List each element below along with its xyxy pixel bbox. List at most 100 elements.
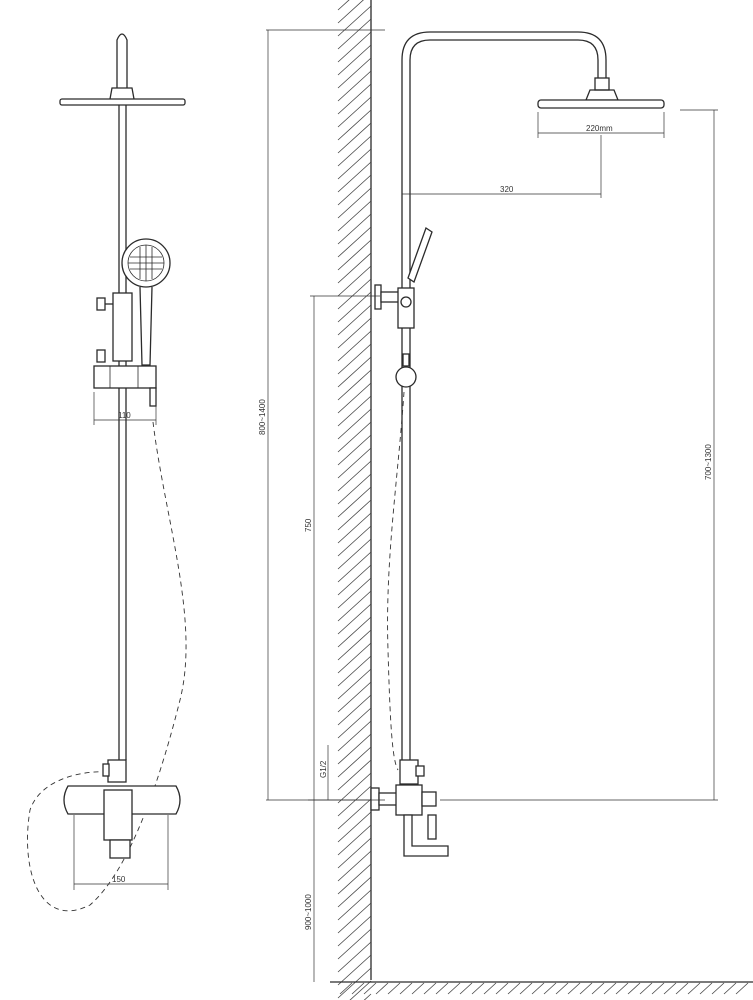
wall-hatch-line [337, 564, 372, 596]
floor-hatch-line [399, 982, 413, 995]
wall-hatch-line [337, 928, 372, 960]
wall-hatch-line [337, 720, 372, 752]
dim-floor-height: 900~1000 [304, 894, 313, 930]
wall-hatch-line [337, 785, 372, 817]
floor-hatch-line [735, 982, 749, 995]
side-view: 220mm 320 [370, 31, 665, 857]
slider-knob [395, 366, 417, 388]
wall-hatch-line [337, 876, 372, 908]
wall-hatch-line [337, 317, 372, 349]
wall-hatch-line [337, 863, 372, 895]
floor-hatch-line [339, 982, 353, 995]
wall-hatch-line [337, 187, 372, 219]
side-mixer-body [395, 784, 423, 816]
front-hand-shower-holder [93, 365, 157, 389]
wall-hatch-line [337, 447, 372, 479]
floor-hatch-line [543, 982, 557, 995]
floor-hatch-line [639, 982, 653, 995]
floor-hatch-line [495, 982, 509, 995]
floor-hatch-line [615, 982, 629, 995]
wall-hatch-line [337, 681, 372, 713]
floor-hatch-line [471, 982, 485, 995]
floor-hatch-line [711, 982, 725, 995]
front-view: 110 150 [27, 33, 187, 912]
riser-top-cap [116, 33, 128, 88]
wall-hatch-line [337, 278, 372, 310]
wall-hatch-line [337, 369, 372, 401]
floor-hatch-line [411, 982, 425, 995]
side-rain-shower-head [537, 99, 665, 109]
floor-hatch-line [375, 982, 389, 995]
wall-hatch-line [337, 460, 372, 492]
wall-hatch-line [337, 811, 372, 843]
wall-hatch-line [337, 434, 372, 466]
wall-hatch-line [337, 0, 364, 24]
floor-hatch-line [723, 982, 737, 995]
floor-hatch-line [387, 982, 401, 995]
wall-hatch-line [337, 252, 372, 284]
wall-hatch-line [337, 759, 372, 791]
floor-hatch-line [435, 982, 449, 995]
side-hose [387, 391, 405, 771]
wall-hatch-line [337, 486, 372, 518]
floor-hatch-line [363, 982, 377, 995]
dim-head-diameter: 220mm [586, 124, 613, 133]
wall-hatch-line [337, 538, 372, 570]
wall-hatch-line [337, 603, 372, 635]
wall-hatch-line [337, 239, 372, 271]
wall-hatch-line [337, 694, 372, 726]
floor-hatch-line [579, 982, 593, 995]
wall-hatch-line [337, 629, 372, 661]
dim-handshower-offset: 110 [118, 411, 131, 420]
wall-section [330, 0, 753, 1000]
wall-hatch-line [337, 122, 372, 154]
floor-hatch-line [423, 982, 437, 995]
wall-hatch-line [337, 902, 372, 934]
wall-hatch-line [337, 421, 372, 453]
wall-hatch-line [337, 512, 372, 544]
dim-arm-reach: 320 [500, 185, 514, 194]
floor-hatch-line [603, 982, 617, 995]
wall-hatch-line [337, 330, 372, 362]
wall-hatch-line [337, 44, 372, 76]
wall-hatch-line [337, 161, 372, 193]
wall-hatch-line [337, 5, 372, 37]
wall-hatch-line [337, 590, 372, 622]
floor-hatch-line [591, 982, 605, 995]
wall-hatch-line [337, 473, 372, 505]
wall-hatch-line [337, 304, 372, 336]
side-hand-shower [407, 226, 433, 284]
floor-hatch-line [651, 982, 665, 995]
wall-hatch-line [337, 57, 372, 89]
floor-hatch-line [663, 982, 677, 995]
wall-hatch-line [337, 343, 372, 375]
wall-hatch-line [337, 772, 372, 804]
wall-hatch-line [337, 798, 372, 830]
wall-hatch-line [337, 499, 372, 531]
wall-hatch-line [337, 915, 372, 947]
wall-hatch-line [337, 382, 372, 414]
floor-hatch-line [567, 982, 581, 995]
wall-hatch-line [337, 707, 372, 739]
wall-hatch-line [337, 551, 372, 583]
dim-inlet-thread: G1/2 [319, 760, 328, 778]
wall-hatch-line [337, 96, 372, 128]
wall-hatch-line [337, 265, 372, 297]
floor-hatch-line [699, 982, 713, 995]
dim-bracket-height: 750 [304, 518, 313, 532]
wall-hatch-line [337, 109, 372, 141]
side-spout [403, 814, 449, 857]
wall-hatch-line [337, 642, 372, 674]
floor-hatch-line [447, 982, 461, 995]
wall-hatch-line [337, 616, 372, 648]
wall-hatch-line [337, 83, 372, 115]
wall-hatch-line [337, 889, 372, 921]
floor-hatch-line [531, 982, 545, 995]
wall-hatch-line [337, 395, 372, 427]
wall-hatch-line [337, 655, 372, 687]
wall-hatch-line [337, 291, 372, 323]
dimension-lines: 800~1400 750 G1/2 900~1000 700~1300 [258, 29, 718, 982]
floor-hatch-line [459, 982, 473, 995]
wall-hatch-line [337, 408, 372, 440]
